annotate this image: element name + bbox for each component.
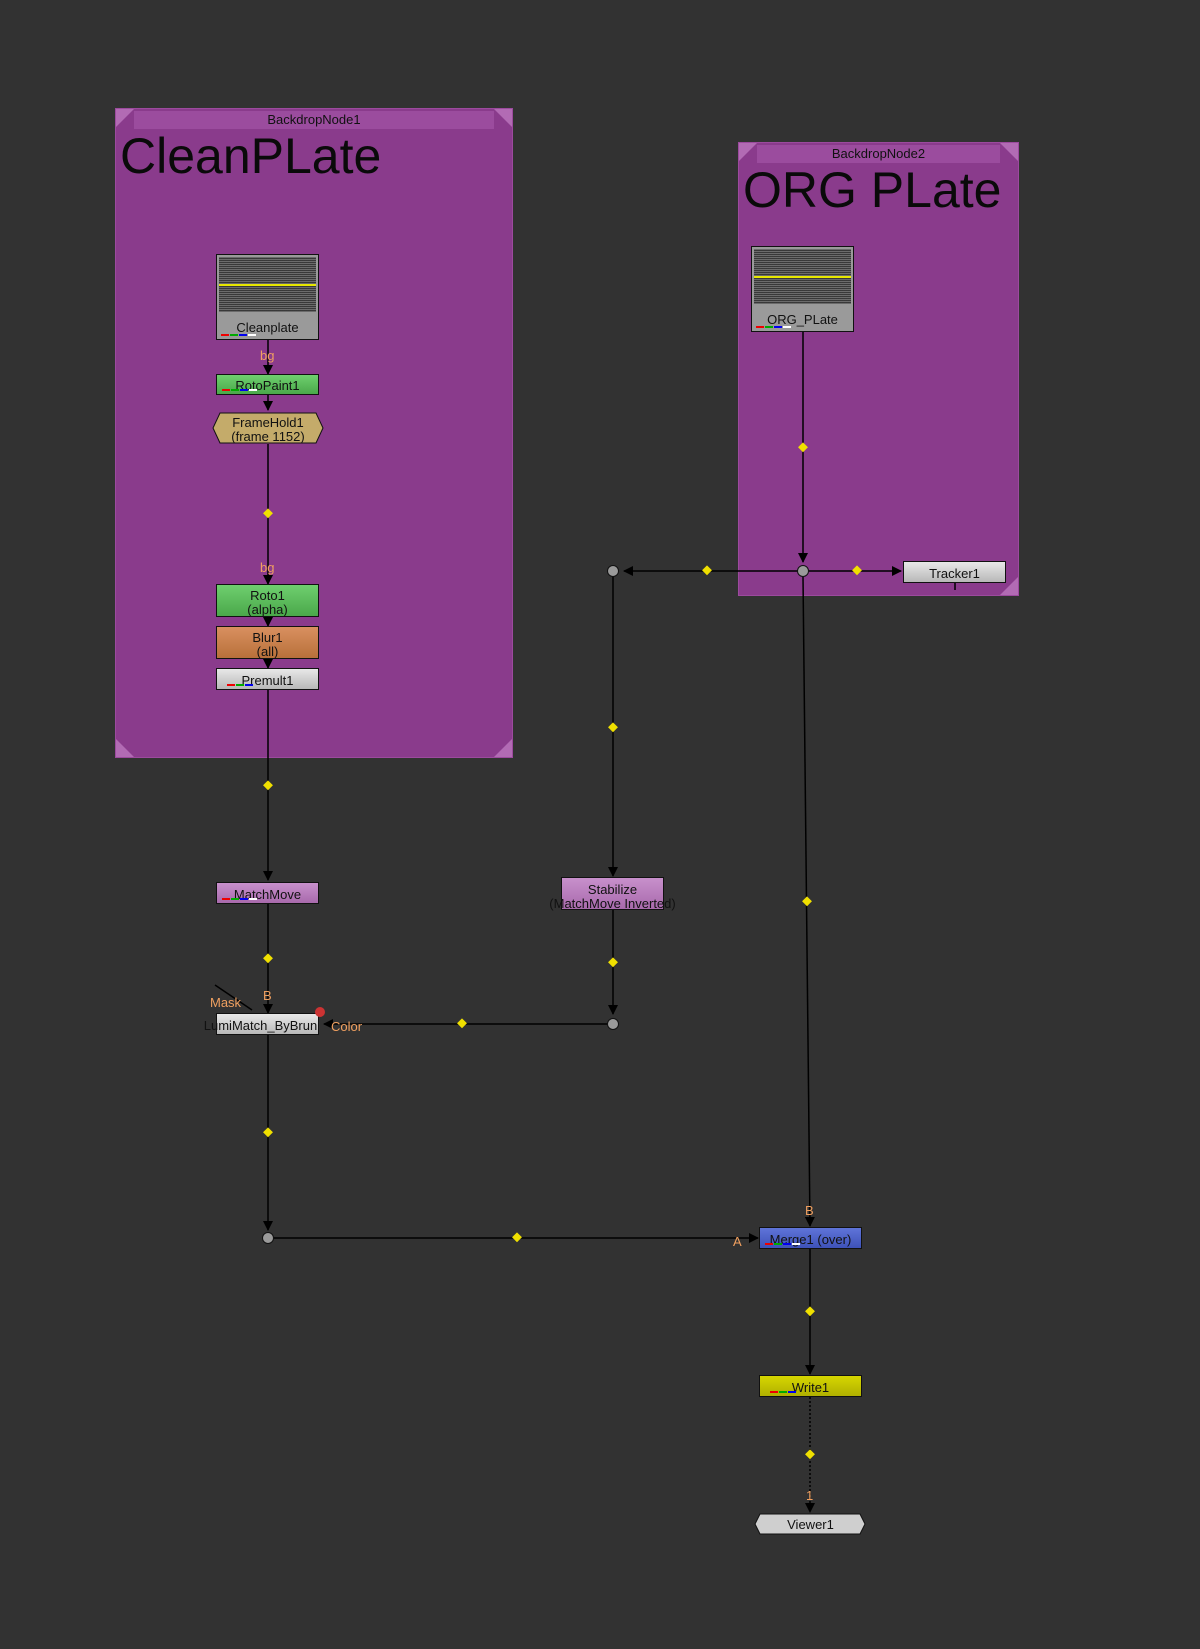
color-input-label: Color: [331, 1019, 363, 1034]
framehold-label: FrameHold1 (frame 1152): [220, 416, 316, 444]
channel-indicator: [764, 1243, 802, 1246]
wire-dot-icon: [798, 442, 808, 453]
dot-node[interactable]: [797, 565, 809, 577]
wire-dot-icons: [263, 442, 862, 1460]
tracker-node[interactable]: Tracker1: [903, 561, 1006, 583]
read-node-org-plate[interactable]: ORG_PLate: [751, 246, 854, 332]
dot-node[interactable]: [607, 565, 619, 577]
wire-dot-icon: [263, 1127, 273, 1138]
wire-dot-icon: [512, 1232, 522, 1243]
premult-node[interactable]: Premult1: [216, 668, 319, 690]
resize-corner-icon[interactable]: [494, 109, 512, 127]
mask-input-label: Mask: [210, 995, 242, 1010]
node-label: RotoPaint1: [235, 378, 300, 393]
blur-node[interactable]: Blur1 (all): [216, 626, 319, 659]
viewer-node[interactable]: [754, 1513, 866, 1535]
node-label: MatchMove: [233, 887, 302, 902]
backdrop-title: CleanPLate: [120, 128, 382, 184]
lumimatch-node[interactable]: LumiMatch_ByBrun: [204, 1013, 319, 1035]
backdrop-label: BackdropNode1: [134, 111, 494, 129]
framehold-node[interactable]: [212, 412, 324, 444]
node-label: Roto1: [250, 588, 285, 603]
node-label: Viewer1: [787, 1517, 834, 1532]
read-node-cleanplate[interactable]: Cleanplate: [216, 254, 319, 340]
channel-indicator: [756, 326, 794, 329]
wire-dot-icon: [852, 565, 862, 576]
viewer-input-label: 1: [806, 1488, 814, 1503]
wire-dot-icon: [263, 508, 273, 519]
node-label: Cleanplate: [236, 320, 299, 335]
wire-dot-icon: [805, 1449, 815, 1460]
backdrop-label: BackdropNode2: [757, 145, 1000, 163]
thumbnail-image: [219, 257, 316, 312]
node-label: LumiMatch_ByBrun: [203, 1018, 318, 1033]
roto-node[interactable]: Roto1 (alpha): [216, 584, 319, 617]
bg-input-label: bg: [260, 560, 275, 575]
wire-dot-icon: [263, 953, 273, 964]
merge-node[interactable]: Merge1 (over): [759, 1227, 862, 1249]
rotopaint-node[interactable]: RotoPaint1: [216, 374, 319, 395]
node-sublabel: (all): [256, 644, 279, 659]
wire-dot-icon: [608, 722, 618, 733]
node-sublabel: (alpha): [247, 602, 288, 617]
node-label: Blur1: [252, 630, 283, 645]
write-node[interactable]: Write1: [759, 1375, 862, 1397]
wire-dot-icon: [608, 957, 618, 968]
node-label: Write1: [791, 1380, 830, 1395]
dot-node[interactable]: [607, 1018, 619, 1030]
node-label: Tracker1: [929, 566, 980, 581]
node-label: FrameHold1: [232, 415, 304, 430]
channel-indicator: [221, 684, 259, 687]
channel-indicator: [221, 334, 259, 337]
b-input-label: B: [805, 1203, 814, 1218]
stabilize-node[interactable]: Stabilize (MatchMove Inverted): [549, 877, 676, 911]
viewer-label: Viewer1: [759, 1518, 862, 1531]
backdrop-node-2[interactable]: BackdropNode2 ORG PLate: [738, 142, 1019, 596]
wire-dot-icon: [457, 1018, 467, 1029]
resize-corner-icon[interactable]: [739, 143, 757, 161]
wire-dot-icon: [702, 565, 712, 576]
resize-corner-icon[interactable]: [116, 109, 134, 127]
wire-dot-icon: [805, 1306, 815, 1317]
b-input-label: B: [263, 988, 272, 1003]
backdrop-title: ORG PLate: [743, 162, 1002, 218]
wire-dot-icon: [263, 780, 273, 791]
mask-wire: [214, 984, 253, 1011]
resize-corner-icon[interactable]: [1000, 143, 1018, 161]
channel-indicator: [221, 389, 259, 392]
node-sublabel: (frame 1152): [231, 429, 305, 444]
channel-indicator: [221, 898, 259, 901]
matchmove-node[interactable]: MatchMove: [216, 882, 319, 904]
node-label: Premult1: [241, 673, 294, 688]
wire-dot-icon: [802, 896, 812, 907]
dot-node[interactable]: [262, 1232, 274, 1244]
node-label: ORG_PLate: [767, 312, 838, 327]
channel-indicator: [764, 1391, 802, 1394]
node-label: Merge1 (over): [769, 1232, 852, 1247]
thumbnail-image: [754, 249, 851, 304]
resize-corner-icon[interactable]: [494, 739, 512, 757]
bg-input-label: bg: [260, 348, 275, 363]
resize-corner-icon[interactable]: [116, 739, 134, 757]
a-input-badge-icon[interactable]: [315, 1007, 325, 1017]
node-sublabel: (MatchMove Inverted): [549, 896, 676, 911]
a-input-label: A: [733, 1234, 742, 1249]
node-label: Stabilize: [587, 882, 638, 897]
